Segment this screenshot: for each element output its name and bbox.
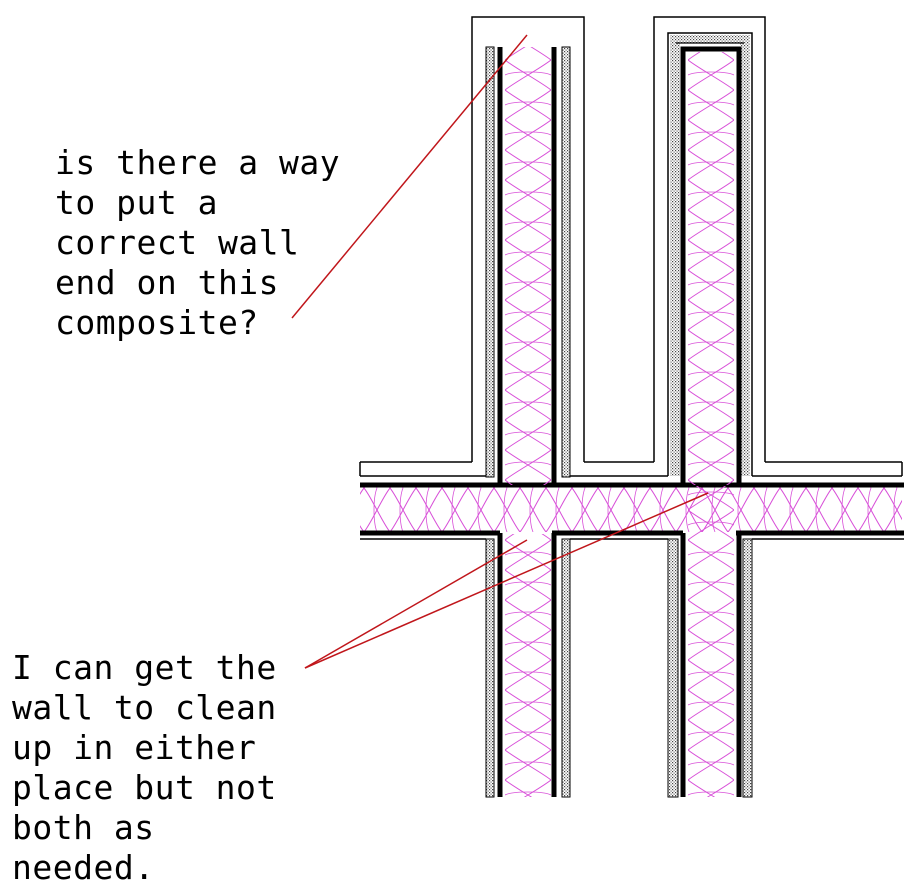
bottom-leader-line-b <box>304 492 709 669</box>
bottom-annotation-text: I can get the wall to clean up in either… <box>12 648 277 887</box>
left-vertical-wall <box>471 16 585 798</box>
right-vertical-wall <box>653 16 766 798</box>
top-annotation-text: is there a way to put a correct wall end… <box>55 143 341 342</box>
top-leader-line <box>291 34 528 319</box>
bottom-leader-line-a <box>304 539 528 669</box>
leader-lines <box>291 34 709 669</box>
horizontal-wall <box>359 461 904 540</box>
